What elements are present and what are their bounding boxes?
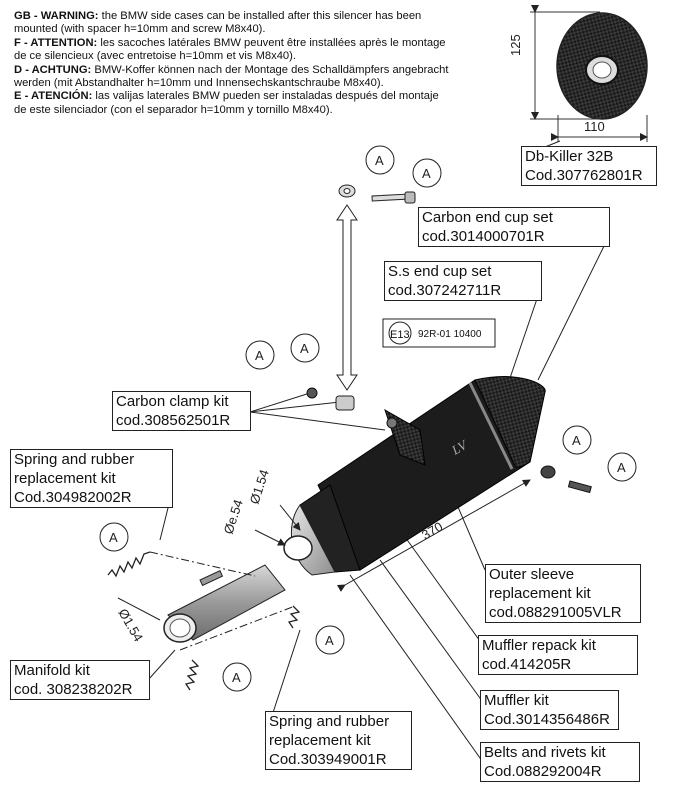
manifold-pipe xyxy=(163,564,286,643)
svg-text:A: A xyxy=(232,670,241,685)
callout-a-3 xyxy=(245,340,275,370)
dim-height: 125 xyxy=(508,34,523,56)
homologation-e13: E13 xyxy=(390,329,410,341)
warning-f: F - ATTENTION: les sacoches latérales BM… xyxy=(14,36,446,63)
callout-a-4 xyxy=(290,333,320,363)
homologation-mark: E13 92R-01 10400 xyxy=(382,318,496,348)
spring-lower xyxy=(184,605,301,691)
callout-a-2 xyxy=(412,158,442,188)
dim-width: 110 xyxy=(584,119,605,134)
dim-manifold-diameter: Ø1.54 xyxy=(115,606,146,644)
spring-upper xyxy=(107,551,151,578)
svg-text:A: A xyxy=(422,166,431,181)
callout-circles xyxy=(99,145,637,692)
warning-text-block: GB - WARNING: the BMW side cases can be … xyxy=(14,10,454,117)
callout-a-1 xyxy=(365,145,395,175)
dim-inlet-diameter: Øe.54 xyxy=(221,498,246,536)
center-lines xyxy=(149,551,296,651)
callout-a-8 xyxy=(315,625,345,655)
callout-a-5 xyxy=(562,425,592,455)
length-dimension xyxy=(117,479,531,621)
dbkiller-end-view xyxy=(530,5,648,142)
svg-text:A: A xyxy=(617,460,626,475)
svg-text:A: A xyxy=(572,433,581,448)
mid-spacer-nut xyxy=(306,387,355,411)
svg-text:A: A xyxy=(325,633,334,648)
callout-a-7 xyxy=(99,522,129,552)
callout-a-6 xyxy=(607,452,637,482)
svg-text:A: A xyxy=(375,153,384,168)
warning-d: D - ACHTUNG: BMW-Koffer können nach der … xyxy=(14,63,449,90)
svg-text:A: A xyxy=(109,530,118,545)
homologation-code: 92R-01 10400 xyxy=(418,329,482,340)
callout-a-9 xyxy=(222,662,252,692)
callout-letters: A A A A A A A A A xyxy=(109,153,626,685)
dim-outlet-diameter: Ø1.54 xyxy=(247,468,272,506)
top-spacer-screw xyxy=(338,184,416,204)
warning-gb: GB - WARNING: the BMW side cases can be … xyxy=(14,10,422,36)
front-cone xyxy=(283,504,336,576)
warning-e: E - ATENCIÓN: las valijas laterales BMW … xyxy=(14,90,439,116)
assembly-arrow xyxy=(336,204,358,391)
svg-text:A: A xyxy=(300,341,309,356)
right-nut-screw xyxy=(540,465,592,494)
svg-text:A: A xyxy=(255,348,264,363)
